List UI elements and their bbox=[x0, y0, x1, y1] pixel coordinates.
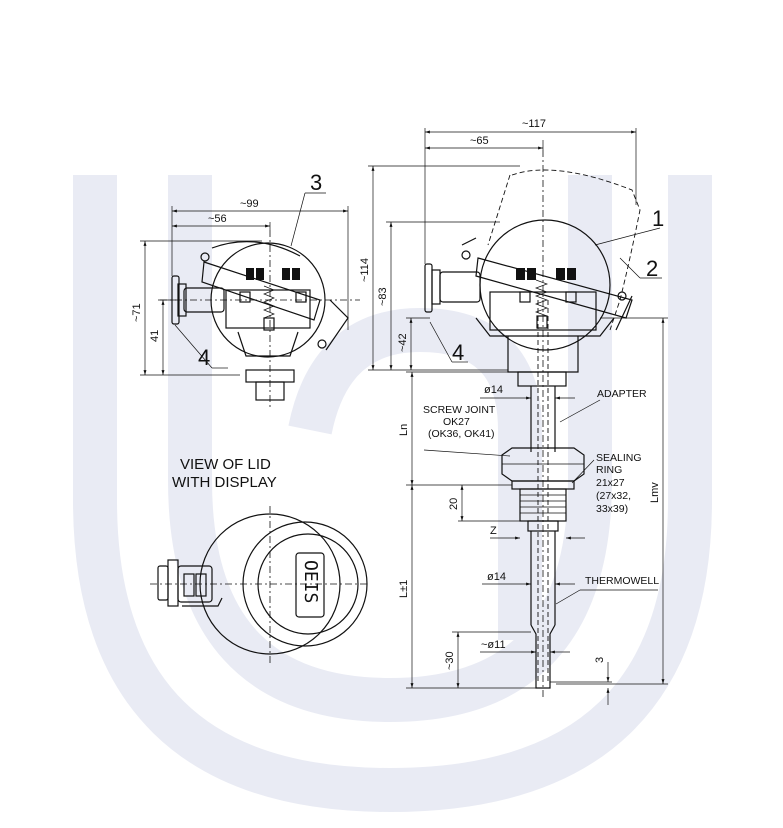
label-sealing-line5: 33x39) bbox=[596, 503, 628, 515]
dim-length-ln: Ln bbox=[398, 424, 410, 436]
left-callouts bbox=[174, 192, 326, 369]
dim-right-height-lower: ~42 bbox=[397, 333, 409, 352]
lid-view-title-line2: WITH DISPLAY bbox=[172, 474, 277, 491]
label-screw-joint-line3: (OK36, OK41) bbox=[428, 428, 495, 440]
dim-left-inner-width: ~56 bbox=[208, 213, 227, 225]
lid-view-title-line1: VIEW OF LID bbox=[180, 456, 271, 473]
callout-1: 1 bbox=[652, 206, 664, 231]
callout-4-right: 4 bbox=[452, 340, 464, 365]
label-screw-joint-line1: SCREW JOINT bbox=[423, 404, 496, 416]
right-dimensions bbox=[368, 128, 668, 705]
callout-3: 3 bbox=[310, 170, 322, 195]
left-head-view bbox=[160, 230, 360, 408]
label-screw-joint-line2: OK27 bbox=[443, 416, 470, 428]
label-thermowell: THERMOWELL bbox=[585, 575, 659, 587]
dim-right-inner-width: ~65 bbox=[470, 135, 489, 147]
dim-tip-diameter: ~ø11 bbox=[481, 639, 506, 651]
dim-left-height-lower: 41 bbox=[149, 330, 161, 342]
callout-4-left: 4 bbox=[198, 345, 210, 370]
lid-view bbox=[150, 506, 370, 664]
label-adapter: ADAPTER bbox=[597, 388, 647, 400]
dim-length-lmv: Lmv bbox=[649, 482, 661, 503]
label-sealing-line1: SEALING bbox=[596, 452, 642, 464]
label-sealing-line3: 21x27 bbox=[596, 477, 625, 489]
dim-tip-offset: 3 bbox=[594, 657, 606, 663]
label-sealing-line2: RING bbox=[596, 464, 622, 476]
dim-right-height-mid: ~83 bbox=[377, 287, 389, 306]
dim-left-overall-width: ~99 bbox=[240, 198, 259, 210]
dim-thread-z: Z bbox=[490, 525, 497, 537]
dim-well-diameter: ø14 bbox=[487, 571, 506, 583]
dim-right-height-total: ~114 bbox=[359, 258, 371, 282]
dim-left-height-total: ~71 bbox=[131, 303, 143, 322]
dim-tip-length: ~30 bbox=[444, 651, 456, 670]
dim-adapter-diameter: ø14 bbox=[484, 384, 503, 396]
lid-display-readout: OEIS bbox=[300, 560, 321, 603]
right-callouts bbox=[423, 227, 662, 605]
dim-height-20: 20 bbox=[448, 498, 460, 510]
dim-right-overall-width: ~117 bbox=[522, 118, 546, 130]
callout-2: 2 bbox=[646, 256, 658, 281]
dim-length-l1: L±1 bbox=[398, 580, 410, 598]
adapter-and-thermowell bbox=[501, 150, 585, 700]
label-sealing-line4: (27x32, bbox=[596, 490, 631, 502]
left-dimensions bbox=[140, 206, 349, 376]
